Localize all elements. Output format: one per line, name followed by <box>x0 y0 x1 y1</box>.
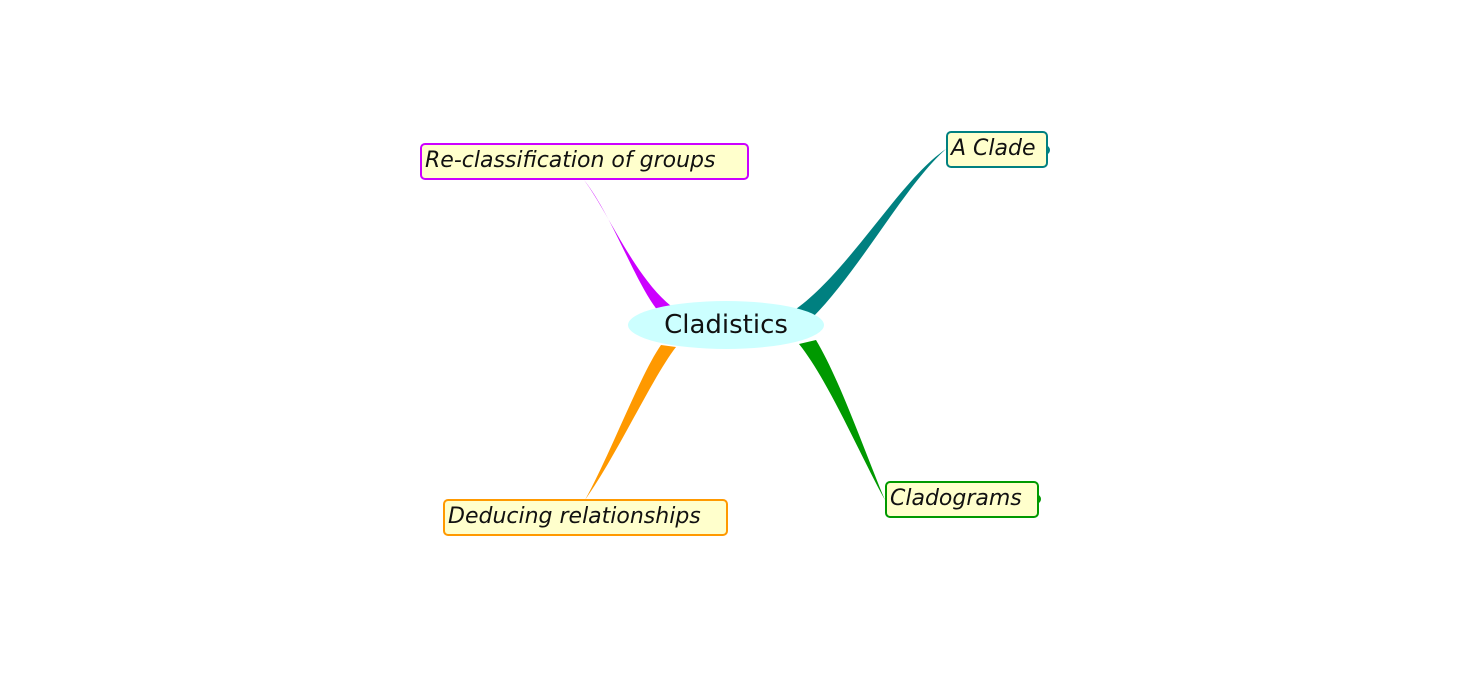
central-topic-cladistics[interactable]: Cladistics <box>628 301 824 349</box>
branch-connector-clado <box>799 340 885 500</box>
branch-connector-clade <box>796 149 946 318</box>
branch-node-reclassification-of-groups[interactable]: Re-classification of groups <box>420 143 749 180</box>
branch-node-cladograms[interactable]: Cladograms <box>885 481 1039 518</box>
branch-node-a-clade[interactable]: A Clade <box>946 131 1048 168</box>
branch-node-deducing-relationships[interactable]: Deducing relationships <box>443 499 728 536</box>
branch-connector-reclass <box>584 180 671 312</box>
branch-connector-deduce <box>585 345 676 500</box>
